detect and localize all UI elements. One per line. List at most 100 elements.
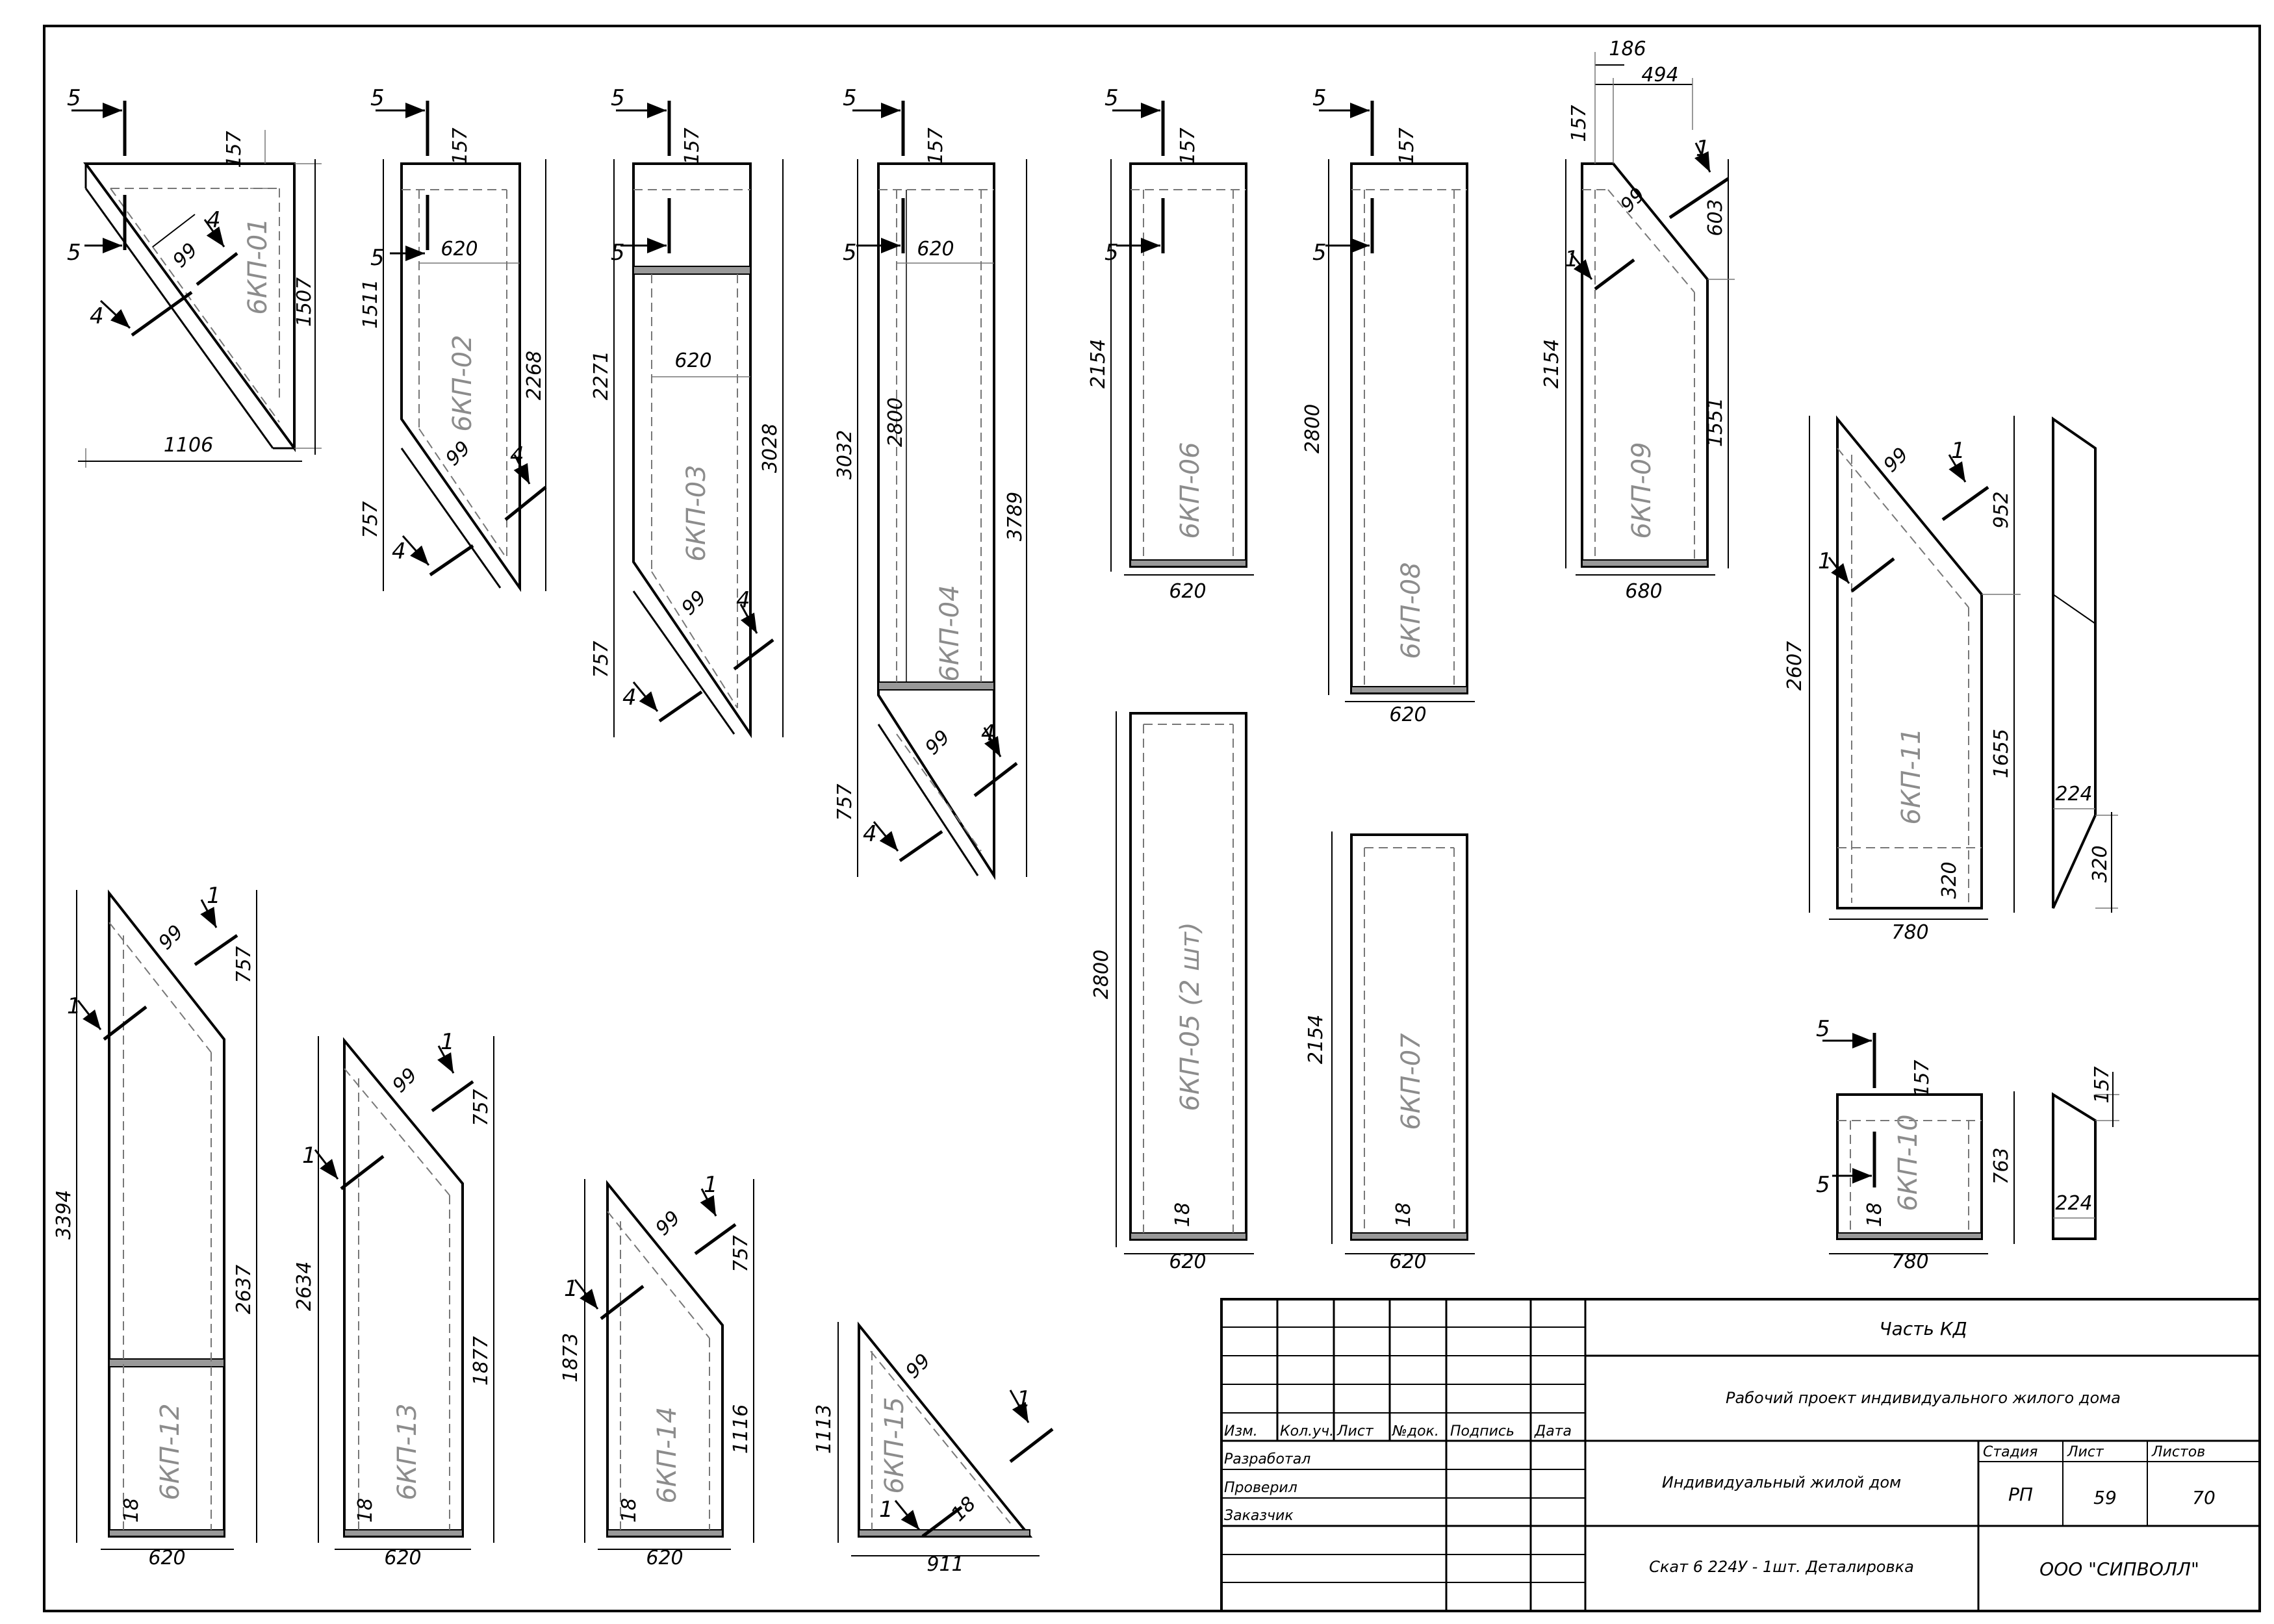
dim-p11-slope: 952 (1990, 491, 2013, 528)
section-marker-p14 (574, 1188, 737, 1320)
dim-p10-base: 18 (1863, 1202, 1886, 1227)
section-marker-p04 (852, 101, 1018, 863)
section-marker-p10 (1822, 1033, 1876, 1187)
dim-p02-slope: 757 (359, 501, 382, 538)
section-label-1i: 1 (704, 1172, 718, 1198)
panel-6kp-03 (613, 159, 784, 739)
dim-p14-w: 620 (646, 1547, 683, 1569)
label-6kp-01: 6КП-01 (243, 218, 273, 314)
dim-p04-w: 620 (917, 238, 954, 260)
section-marker-p11 (1828, 454, 1989, 592)
section-label-5f: 5 (611, 240, 625, 266)
panel-6kp-04 (857, 159, 1027, 880)
dim-p11-side: 1655 (1990, 729, 2013, 778)
tb-object: Индивидуальный жилой дом (1662, 1473, 1901, 1491)
dim-p13-slope: 757 (470, 1089, 492, 1126)
tb-project: Рабочий проект индивидуального жилого до… (1726, 1389, 2121, 1407)
dim-p03-cut: 99 (677, 586, 711, 620)
dim-p14-cut: 99 (651, 1206, 685, 1240)
panel-6kp-14 (584, 1179, 754, 1550)
tb-stage: РП (2008, 1484, 2033, 1505)
section-marker-p02 (376, 101, 547, 577)
section-label-5d: 5 (370, 245, 385, 271)
section-marker-p09 (1570, 142, 1730, 290)
section-label-1d: 1 (1818, 548, 1832, 574)
section-label-4d: 4 (510, 442, 524, 468)
tb-sheet-label: Лист (2067, 1444, 2104, 1460)
panel-6kp-10-side-view (2052, 1072, 2119, 1240)
tb-sheets-label: Листов (2151, 1444, 2205, 1460)
panel-6kp-10 (1829, 1091, 2015, 1254)
dim-p03-h2: 3028 (759, 424, 782, 473)
dim-p10-side-w: 224 (2055, 1192, 2092, 1215)
dim-p10-h: 763 (1990, 1147, 2013, 1184)
dim-p09-top: 157 (1568, 105, 1591, 142)
panel-6kp-05 (1116, 711, 1254, 1254)
tb-role-zakazchik: Заказчик (1224, 1508, 1294, 1524)
dim-p09-cut: 99 (1616, 183, 1650, 217)
dim-p12-base: 18 (120, 1498, 143, 1523)
section-label-5h: 5 (843, 240, 857, 266)
section-label-1h: 1 (302, 1143, 316, 1169)
tb-sheet-title: Скат 6 224У - 1шт. Деталировка (1649, 1558, 1914, 1576)
label-6kp-10: 6КП-10 (1893, 1114, 1923, 1211)
dim-p11-h: 2607 (1783, 641, 1806, 691)
section-marker-p12 (77, 899, 238, 1041)
dim-p13-w: 620 (384, 1547, 421, 1569)
dim-p06-h: 2154 (1087, 339, 1110, 388)
panel-6kp-07 (1331, 831, 1475, 1254)
dim-p15-cut: 99 (901, 1349, 935, 1383)
label-6kp-14: 6КП-14 (652, 1406, 682, 1503)
tb-sheet: 59 (2093, 1487, 2117, 1508)
dim-p02-w: 620 (441, 238, 478, 260)
panel-6kp-08 (1328, 159, 1475, 702)
section-label-5l: 5 (1312, 240, 1327, 266)
label-6kp-13: 6КП-13 (392, 1403, 422, 1500)
label-6kp-05: 6КП-05 (2 шт) (1175, 922, 1205, 1111)
dim-p14-h: 1873 (559, 1333, 582, 1382)
tb-role-razrabotal: Разработал (1224, 1451, 1310, 1467)
dim-p08-top: 157 (1396, 127, 1418, 164)
dim-p10-w: 780 (1891, 1250, 1928, 1273)
dim-p04-h1: 3032 (834, 430, 856, 479)
section-marker-p08 (1319, 101, 1374, 253)
section-label-5j: 5 (1105, 240, 1119, 266)
tb-sheets: 70 (2192, 1487, 2216, 1508)
section-marker-5-p01 (71, 101, 238, 337)
panel-6kp-13 (318, 1036, 494, 1550)
section-label-1g: 1 (441, 1029, 455, 1055)
section-label-4f: 4 (736, 587, 750, 613)
section-label-1f: 1 (67, 993, 81, 1019)
dim-p13-cut: 99 (388, 1063, 422, 1097)
section-marker-p15 (894, 1389, 1054, 1538)
section-label-1a: 1 (1696, 136, 1710, 162)
panel-6kp-12 (76, 889, 257, 1550)
label-6kp-08: 6КП-08 (1396, 562, 1426, 659)
panel-6kp-01 (78, 130, 322, 468)
label-6kp-03: 6КП-03 (682, 464, 711, 561)
section-label-5e: 5 (611, 85, 625, 111)
dim-p14-side: 1116 (730, 1404, 752, 1454)
dim-p04-slope: 757 (834, 783, 856, 820)
dim-p12-side: 2637 (233, 1265, 255, 1314)
dim-p02-top: 157 (449, 127, 472, 164)
section-label-1k: 1 (1017, 1386, 1031, 1412)
section-label-5m: 5 (1816, 1016, 1830, 1042)
dim-p10-top: 157 (1911, 1059, 1934, 1097)
dim-p03-top: 157 (681, 127, 704, 164)
dim-p05-h: 2800 (1090, 950, 1113, 999)
dim-p04-cut: 99 (921, 726, 954, 759)
section-label-5c: 5 (370, 85, 385, 111)
dim-p13-base: 18 (354, 1498, 377, 1523)
tb-header-ndok: №док. (1392, 1423, 1439, 1440)
section-label-4h: 4 (981, 720, 995, 746)
dim-p07-w: 620 (1389, 1250, 1426, 1273)
section-label-5a: 5 (67, 85, 81, 111)
label-6kp-11: 6КП-11 (1897, 728, 1926, 824)
dim-p03-h1: 2271 (590, 351, 613, 400)
label-6kp-06: 6КП-06 (1175, 442, 1205, 539)
panel-6kp-06 (1110, 159, 1254, 576)
dim-p01-top: 157 (223, 131, 246, 168)
dim-p05-w: 620 (1169, 1250, 1206, 1273)
